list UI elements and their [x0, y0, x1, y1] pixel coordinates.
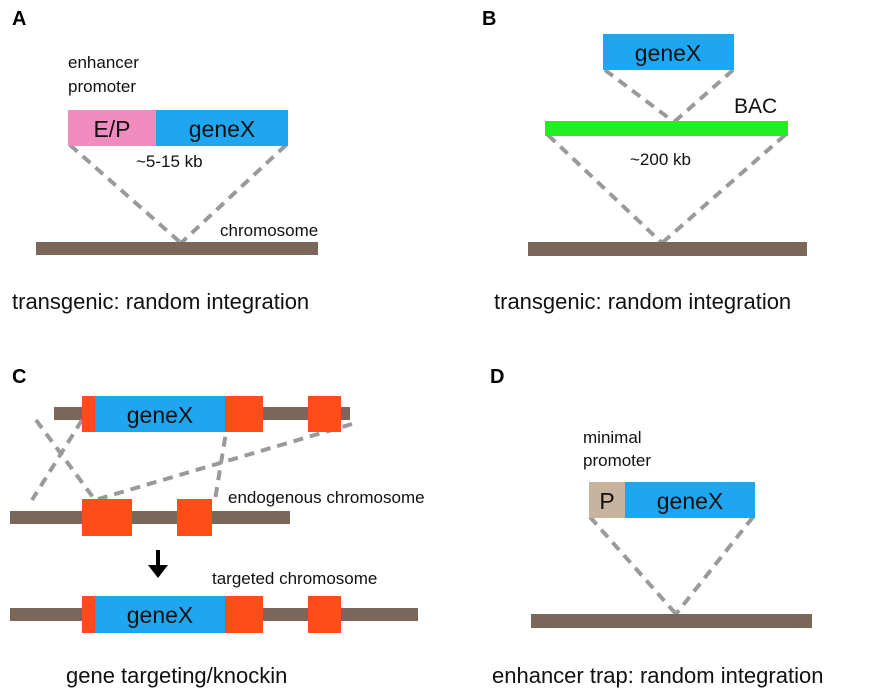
insertion-dashed-line-right — [179, 143, 288, 245]
enhancer-promoter-box-label: E/P — [93, 116, 130, 142]
targeted-homology-far-right — [308, 596, 341, 633]
endogenous-chromosome-bar — [10, 511, 290, 524]
panel-b-caption: transgenic: random integration — [494, 289, 791, 314]
selection-cassette — [308, 396, 341, 432]
gene-box-bottom — [95, 596, 225, 633]
panel-c: C geneX endogenous chromosome targeted c… — [10, 366, 425, 688]
insertion-dashed-line-right — [674, 515, 755, 616]
crossover-dashed-line-4 — [94, 422, 353, 502]
minimal-promoter-box-label: P — [599, 488, 614, 514]
bac-insertion-dashed-line-right — [660, 133, 787, 245]
gene-box-label: geneX — [189, 116, 256, 142]
minimal-promoter-box — [589, 482, 625, 518]
targeted-homology-left — [82, 596, 95, 633]
panel-d-label: D — [490, 366, 504, 388]
targeted-homology-right — [225, 596, 263, 633]
gene-box-top — [95, 396, 225, 432]
enhancer-promoter-label-line2: promoter — [68, 77, 136, 96]
panel-a-caption: transgenic: random integration — [12, 289, 309, 314]
endogenous-homology-region-right — [177, 499, 212, 536]
bac-bar — [545, 121, 788, 136]
insertion-dashed-line-left — [588, 515, 678, 616]
gene-insertion-dashed-line-left — [603, 68, 676, 124]
panel-a: A enhancer promoter E/P geneX ~5-15 kb c… — [12, 8, 318, 314]
gene-box — [156, 110, 288, 146]
bac-insertion-dashed-line-left — [546, 133, 664, 245]
panel-c-caption: gene targeting/knockin — [66, 663, 287, 688]
down-arrow-icon — [148, 550, 168, 578]
panel-c-label: C — [12, 366, 26, 388]
gene-box — [603, 34, 734, 70]
minimal-promoter-label-line1: minimal — [583, 428, 642, 447]
minimal-promoter-label-line2: promoter — [583, 451, 651, 470]
chromosome-bar — [528, 242, 807, 256]
panel-d-caption: enhancer trap: random integration — [492, 663, 823, 688]
enhancer-promoter-box — [68, 110, 156, 146]
gene-box-label: geneX — [657, 488, 724, 514]
insertion-dashed-line-left — [68, 143, 183, 245]
chromosome-label: chromosome — [220, 221, 318, 240]
crossover-dashed-line-3 — [213, 419, 230, 501]
gene-box-label: geneX — [635, 40, 702, 66]
gene-box-top-label: geneX — [127, 402, 194, 428]
bac-size-label: ~200 kb — [630, 150, 691, 169]
panel-b-label: B — [482, 8, 496, 30]
gene-box-bottom-label: geneX — [127, 602, 194, 628]
homology-arm-left — [82, 396, 95, 432]
chromosome-bar — [36, 242, 318, 255]
targeted-chromosome-label: targeted chromosome — [212, 569, 377, 588]
endogenous-chromosome-label: endogenous chromosome — [228, 488, 425, 507]
panel-b: B geneX BAC ~200 kb transgenic: random i… — [482, 8, 807, 314]
construct-size-label: ~5-15 kb — [136, 152, 203, 171]
crossover-dashed-line-2 — [30, 418, 84, 502]
chromosome-bar — [531, 614, 812, 628]
endogenous-homology-region-left — [82, 499, 132, 536]
panel-d: D minimal promoter P geneX enhancer trap… — [490, 366, 823, 688]
gene-insertion-dashed-line-right — [672, 68, 735, 124]
bac-label: BAC — [734, 95, 777, 118]
panel-a-label: A — [12, 8, 26, 30]
enhancer-promoter-label-line1: enhancer — [68, 53, 139, 72]
homology-arm-right — [225, 396, 263, 432]
gene-box — [625, 482, 755, 518]
